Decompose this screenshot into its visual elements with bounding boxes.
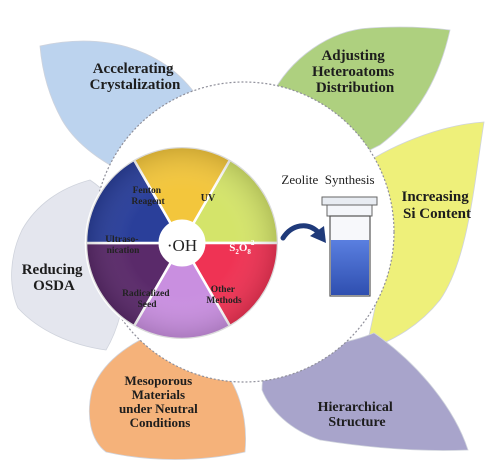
petal-label-hierarchical: Hierarchical Structure [318,400,397,430]
center-oh-label: ·OH [167,236,197,255]
petal-label-accelerating: Accelerating Crystalization [90,61,181,93]
curved-arrow-head [310,226,326,243]
zeolite-synthesis-title: Zeolite Synthesis [281,172,374,187]
autoclave-vessel [321,196,378,297]
segment-label-ultrasonication: Ultraso- nication [105,235,141,256]
vessel-cap-top [321,196,378,206]
petal-label-reducing: Reducing OSDA [22,262,87,294]
curved-arrow [280,223,321,241]
wheel-labels: Fenton Reagent UV S2O82- Other Methods R… [105,186,257,310]
vessel-cap [326,204,373,217]
segment-label-s2o8: S2O82- [229,239,257,256]
segment-label-fenton: Fenton Reagent [131,186,165,207]
segment-label-radicalized: Radicalized Seed [122,289,172,310]
wheel-center [158,219,206,267]
petal-label-increasing: Increasing Si Content [402,189,473,222]
petal-label-mesoporous: Mesoporous Materials under Neutral Condi… [119,373,201,430]
vessel-liquid [331,240,369,295]
petal-labels: Accelerating Crystalization Adjusting He… [22,48,473,430]
petal-increasing [351,121,485,351]
segment-label-uv: UV [201,193,216,204]
petal-label-adjusting: Adjusting Heteroatoms Distribution [312,48,398,96]
segment-label-other: Other Methods [206,285,242,306]
